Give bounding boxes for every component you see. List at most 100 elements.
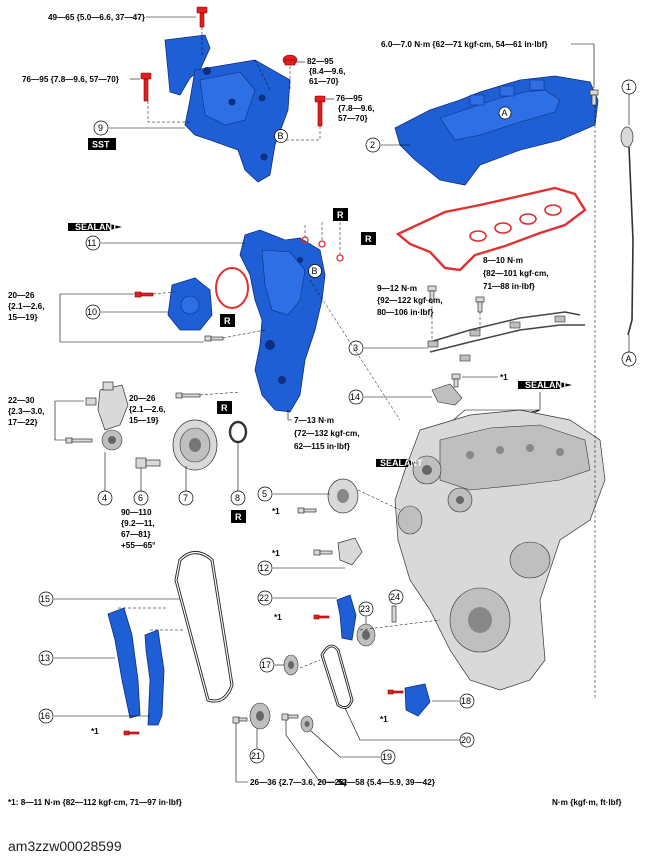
callout-13 xyxy=(38,650,54,666)
marker-1-pulley5: *1 xyxy=(272,507,280,516)
callout-11 xyxy=(85,235,101,251)
vacuum-pump xyxy=(167,277,213,331)
callout-3-number: 3 xyxy=(353,343,358,353)
callout-12-number: 12 xyxy=(259,563,269,573)
chain-guide-tensioner-arm xyxy=(107,607,141,719)
oil-pump-sprocket-17 xyxy=(283,654,299,676)
callout-10 xyxy=(85,304,101,320)
camshaft-bracket-14 xyxy=(431,383,463,406)
wiring-harness-bracket xyxy=(427,311,585,362)
callout-7-number: 7 xyxy=(183,493,188,503)
torque-10-line1: 20—26 xyxy=(8,291,35,300)
replace-label-8b: R xyxy=(235,512,242,522)
torque-7-line3: 15—19} xyxy=(129,416,159,425)
callout-24-number: 24 xyxy=(390,592,400,602)
torque-9-right-b1: 76—95 xyxy=(336,94,363,103)
oil-pump-chain-tensioner xyxy=(404,683,431,717)
torque-6-line2: {9.2—11, xyxy=(121,519,155,528)
torque-4-line1: 22—30 xyxy=(8,396,35,405)
ref-b-upper-letter: B xyxy=(278,131,284,141)
sst-label: SST xyxy=(92,140,110,150)
callout-7 xyxy=(178,490,194,506)
pulley-bolt-7 xyxy=(175,392,201,399)
torque-10-line2: {2.1—2.6, xyxy=(8,302,44,311)
ref-a-dipstick-letter: A xyxy=(626,354,632,364)
sealant-label-11: SEALANT xyxy=(75,222,118,232)
callout-19 xyxy=(380,749,396,765)
vacuum-pump-o-ring xyxy=(215,267,249,309)
callout-21 xyxy=(249,748,265,764)
tensioner-12-bolt xyxy=(313,549,333,556)
engine-assembly xyxy=(394,409,606,691)
marker-1-tensioner12: *1 xyxy=(272,549,280,558)
crankshaft-sprocket-23 xyxy=(356,623,376,647)
guide-16-bolt xyxy=(123,730,140,736)
marker-1-tensioner18: *1 xyxy=(380,715,388,724)
head-cover-gasket xyxy=(395,186,587,272)
callout-23 xyxy=(358,601,374,617)
torque-4-line2: {2.3—3.0, xyxy=(8,407,44,416)
torque-9-right-b2: {7.8—9.6, xyxy=(338,104,374,113)
ref-b-upper xyxy=(274,129,288,143)
torque-6-line4: +55—65° xyxy=(121,541,155,550)
marker-1-guide22: *1 xyxy=(274,613,282,622)
callout-6-number: 6 xyxy=(138,493,143,503)
callout-12 xyxy=(257,560,273,576)
camshaft-sprocket-intake xyxy=(412,455,442,485)
replace-label-8: R xyxy=(221,403,228,413)
callout-6 xyxy=(133,490,149,506)
crankshaft-pulley xyxy=(172,419,218,471)
replace-badge-8b xyxy=(231,510,246,523)
oil-dipstick xyxy=(620,126,634,336)
callout-20-number: 20 xyxy=(461,735,471,745)
replace-badge-10 xyxy=(220,314,235,327)
callout-2-number: 2 xyxy=(370,140,375,150)
callout-8-number: 8 xyxy=(235,493,240,503)
tensioner-bolt-upper xyxy=(85,397,97,406)
callout-23-number: 23 xyxy=(360,604,370,614)
nut-right xyxy=(282,54,298,66)
ref-b-cover-letter: B xyxy=(312,266,318,276)
replace-badge-orings xyxy=(333,208,348,221)
torque-21: 26—36 {2.7—3.6, 20—26} xyxy=(250,778,348,787)
bolt-left xyxy=(140,72,152,102)
pulley-5-bolt xyxy=(297,507,317,514)
callout-17 xyxy=(259,657,275,673)
callout-17-number: 17 xyxy=(261,660,271,670)
pump-bolt-lower xyxy=(204,335,224,342)
image-code: am3zzw00028599 xyxy=(8,838,122,854)
torque-9-left: 76—95 {7.8—9.6, 57—70} xyxy=(22,75,120,84)
replace-badge-gasket xyxy=(361,232,376,245)
key-24 xyxy=(391,605,397,623)
torque-11-line3: 62—115 in·lbf} xyxy=(294,442,351,451)
torque-6-line1: 90—110 xyxy=(121,508,152,517)
chain-guide-22 xyxy=(336,594,357,641)
callout-16 xyxy=(38,708,54,724)
callout-2 xyxy=(365,137,381,153)
torque-11-line2: {72—132 kgf·cm, xyxy=(294,429,360,438)
cylinder-head-cover xyxy=(394,75,599,186)
timing-chain-cover xyxy=(239,229,326,413)
callout-18-number: 18 xyxy=(461,696,471,706)
sealant-label-14: SEALANT xyxy=(525,380,568,390)
callout-19-number: 19 xyxy=(382,752,392,762)
callout-24 xyxy=(388,589,404,605)
sst-badge xyxy=(88,138,116,150)
sprocket-21-bolt xyxy=(232,716,248,724)
torque-19: 52—58 {5.4—5.9, 39—42} xyxy=(338,778,436,787)
torque-7-line1: 20—26 xyxy=(129,394,156,403)
torque-3-left-3: 80—106 in·lbf} xyxy=(377,308,434,317)
torque-3-right-2: {82—101 kgf·cm, xyxy=(483,269,549,278)
callout-8 xyxy=(230,490,246,506)
callout-20 xyxy=(459,732,475,748)
torque-4-line3: 17—22} xyxy=(8,418,38,427)
footnote-torque: *1: 8—11 N·m {82—112 kgf·cm, 71—97 in·lb… xyxy=(8,798,183,807)
unit-legend: N·m {kgf·m, ft·lbf} xyxy=(552,798,622,807)
torque-7-line2: {2.1—2.6, xyxy=(129,405,165,414)
callout-22-number: 22 xyxy=(259,593,269,603)
sealant-tube-engine: SEALANT xyxy=(376,458,423,468)
callout-13-number: 13 xyxy=(40,653,50,663)
torque-9-right-a3: 61—70} xyxy=(309,77,339,86)
tensioner-18-bolt xyxy=(387,689,404,695)
